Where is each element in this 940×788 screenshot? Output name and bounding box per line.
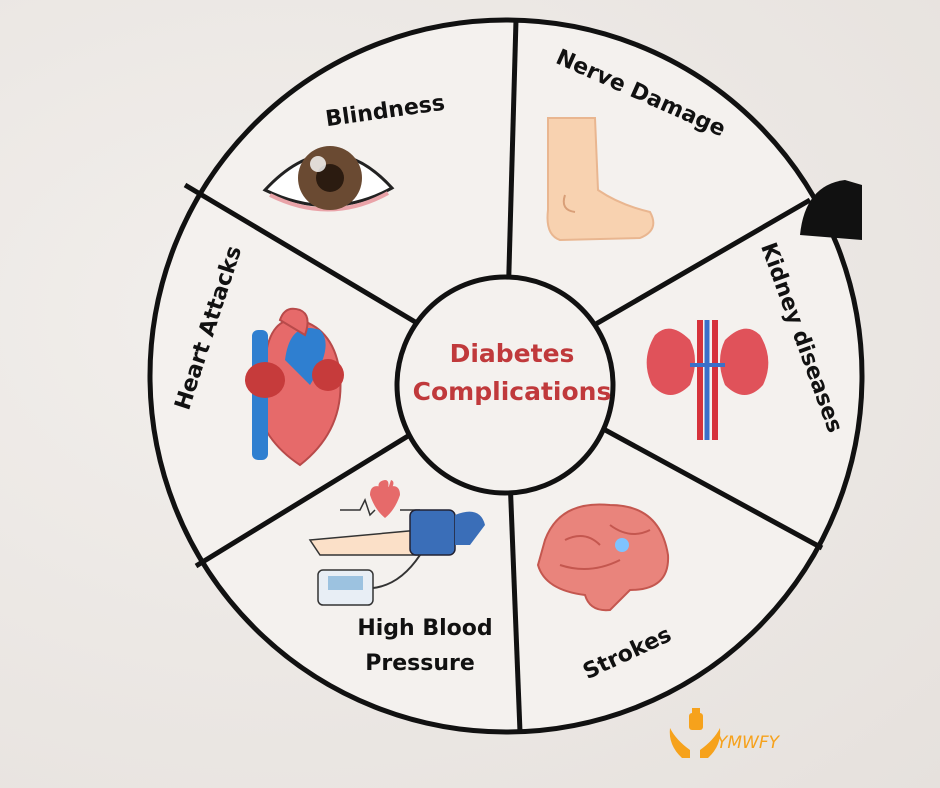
brain-icon [536, 503, 670, 612]
label-high-blood-pressure-line1: High Blood [357, 616, 492, 641]
center-title-line1: Diabetes [450, 339, 575, 368]
heart-icon [245, 307, 344, 467]
label-high-blood-pressure-line2: Pressure [365, 651, 475, 676]
logo-text: YMWFY [717, 733, 781, 753]
foot-icon [546, 117, 655, 242]
ymwfy-logo: YMWFY [669, 708, 781, 758]
center-title-line2: Complications [413, 377, 612, 406]
center-circle [394, 274, 616, 496]
eye-icon [262, 146, 395, 212]
pointer-icon [800, 180, 862, 240]
kidneys-icon [646, 320, 769, 440]
blood-pressure-monitor-icon [308, 480, 485, 606]
